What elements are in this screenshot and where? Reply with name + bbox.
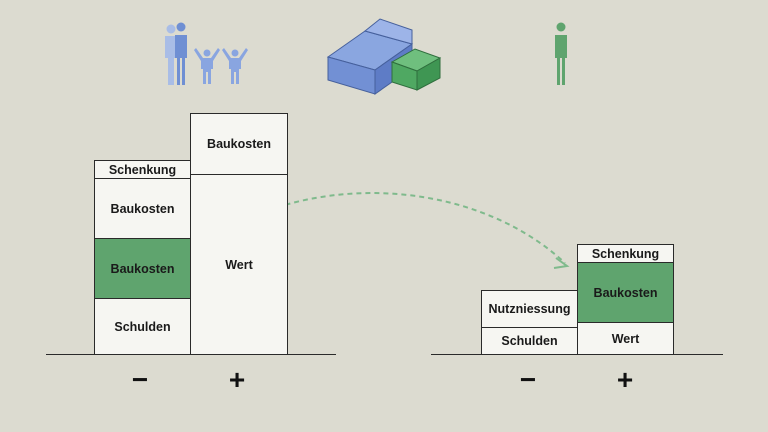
- segment-wert: Wert: [225, 257, 253, 272]
- right-plus-sign: +: [616, 364, 634, 395]
- segment-nutzniessung: Nutzniessung: [482, 291, 577, 328]
- left-minus-column: Schenkung Baukosten Baukosten Schulden: [94, 160, 191, 355]
- segment-schulden: Schulden: [482, 328, 577, 354]
- segment-baukosten: Baukosten: [95, 179, 190, 239]
- segment-schenkung: Schenkung: [578, 245, 673, 263]
- segment-wert: Wert: [578, 323, 673, 354]
- family-icon: [165, 22, 248, 85]
- right-plus-column: Schenkung Baukosten Wert: [577, 244, 674, 355]
- right-minus-sign: −: [519, 364, 537, 395]
- right-minus-column: Nutzniessung Schulden: [481, 290, 578, 355]
- left-plus-sign: +: [228, 364, 246, 395]
- segment-baukosten: Baukosten: [191, 114, 287, 175]
- person-icon: [555, 22, 567, 85]
- transfer-arrow: [196, 192, 570, 269]
- segment-baukosten-green: Baukosten: [578, 263, 673, 323]
- left-minus-sign: −: [131, 364, 149, 395]
- segment-schulden: Schulden: [95, 299, 190, 354]
- houses-icon: [326, 18, 442, 95]
- segment-baukosten-green: Baukosten: [95, 239, 190, 299]
- left-plus-column: Baukosten Wert: [190, 113, 288, 355]
- segment-schenkung: Schenkung: [95, 161, 190, 179]
